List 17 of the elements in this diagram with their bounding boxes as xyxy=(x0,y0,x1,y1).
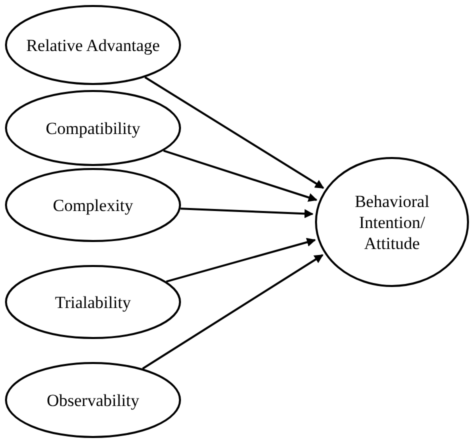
node-label: Trialability xyxy=(55,292,131,312)
ellipse-node xyxy=(5,90,181,166)
arrow xyxy=(166,238,316,282)
ellipse-node xyxy=(315,157,469,287)
node-label: Compatibility xyxy=(46,118,140,138)
arrow xyxy=(144,76,324,189)
arrow xyxy=(163,150,318,202)
node-label: Observability xyxy=(46,390,140,410)
node-label: Relative Advantage xyxy=(26,34,160,56)
node-label: Behavioral Intention/ Attitude xyxy=(354,190,430,254)
ellipse-node xyxy=(5,5,181,85)
ellipse-node xyxy=(5,265,181,339)
arrow xyxy=(180,208,314,218)
ellipse-node xyxy=(5,168,181,242)
ellipse-node xyxy=(5,362,181,438)
node-label: Complexity xyxy=(52,194,134,216)
arrow xyxy=(142,254,324,370)
